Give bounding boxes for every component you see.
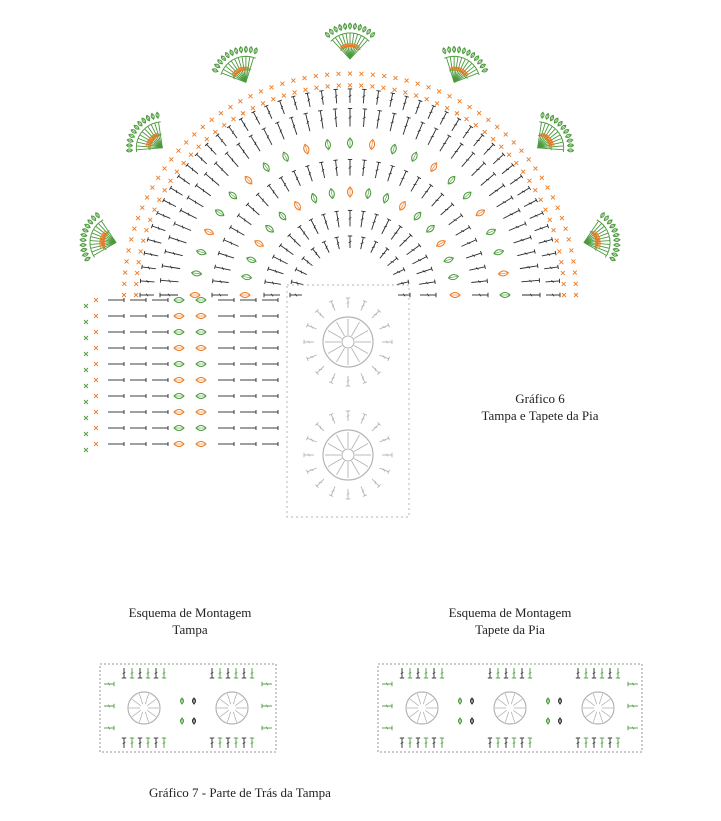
montagem-tampa-caption: Esquema de Montagem Tampa (100, 604, 280, 638)
montagem-motif (487, 668, 562, 748)
grafico-6-semicircle (121, 71, 579, 298)
stitch-row (133, 82, 567, 298)
scallop-fan (324, 22, 376, 60)
stitch-row (211, 158, 489, 298)
montagem-motif (121, 668, 196, 748)
scallop-fan (537, 111, 575, 153)
scallop-fan (442, 45, 489, 83)
scallop-fans (79, 22, 621, 262)
stitch-row (121, 71, 579, 298)
grafico-6-subtitle: Tampa e Tapete da Pia (481, 408, 599, 423)
stitch-row (159, 107, 541, 298)
montagem-tapete-title: Esquema de Montagem (448, 605, 572, 620)
scallop-fan (211, 45, 258, 83)
montagem-tapete-subtitle: Tapete da Pia (475, 622, 545, 637)
stitch-row (263, 209, 437, 298)
motif-medallion (303, 297, 393, 387)
left-arm-rows (83, 297, 279, 453)
grafico-6-diagram (79, 22, 621, 518)
montagem-motif (209, 668, 255, 748)
stitch-row (239, 186, 461, 298)
montagem-tampa-title: Esquema de Montagem (128, 605, 252, 620)
grafico-7-caption: Gráfico 7 - Parte de Trás da Tampa (90, 784, 390, 801)
montagem-tampa-subtitle: Tampa (172, 622, 208, 637)
scallop-fan (79, 212, 117, 262)
scallop-fan (583, 212, 621, 262)
scallop-fan (125, 111, 163, 153)
montagem-tapete-diagram (377, 663, 643, 753)
montagem-motif (399, 668, 474, 748)
motif-frame (286, 284, 410, 518)
montagem-tampa-diagram (99, 663, 277, 753)
montagem-frame (377, 663, 643, 753)
center-motifs (286, 284, 410, 518)
motif-medallion (303, 410, 393, 500)
stitch-row (139, 88, 561, 298)
montagem-tapete-caption: Esquema de Montagem Tapete da Pia (420, 604, 600, 638)
grafico-6-caption: Gráfico 6 Tampa e Tapete da Pia (455, 390, 625, 424)
montagem-motif (575, 668, 621, 748)
montagem-frame (99, 663, 277, 753)
stitch-row (189, 137, 511, 298)
stitch-row (289, 235, 411, 298)
grafico-6-title: Gráfico 6 (515, 391, 565, 406)
grafico-7-title: Gráfico 7 - Parte de Trás da Tampa (149, 785, 331, 800)
